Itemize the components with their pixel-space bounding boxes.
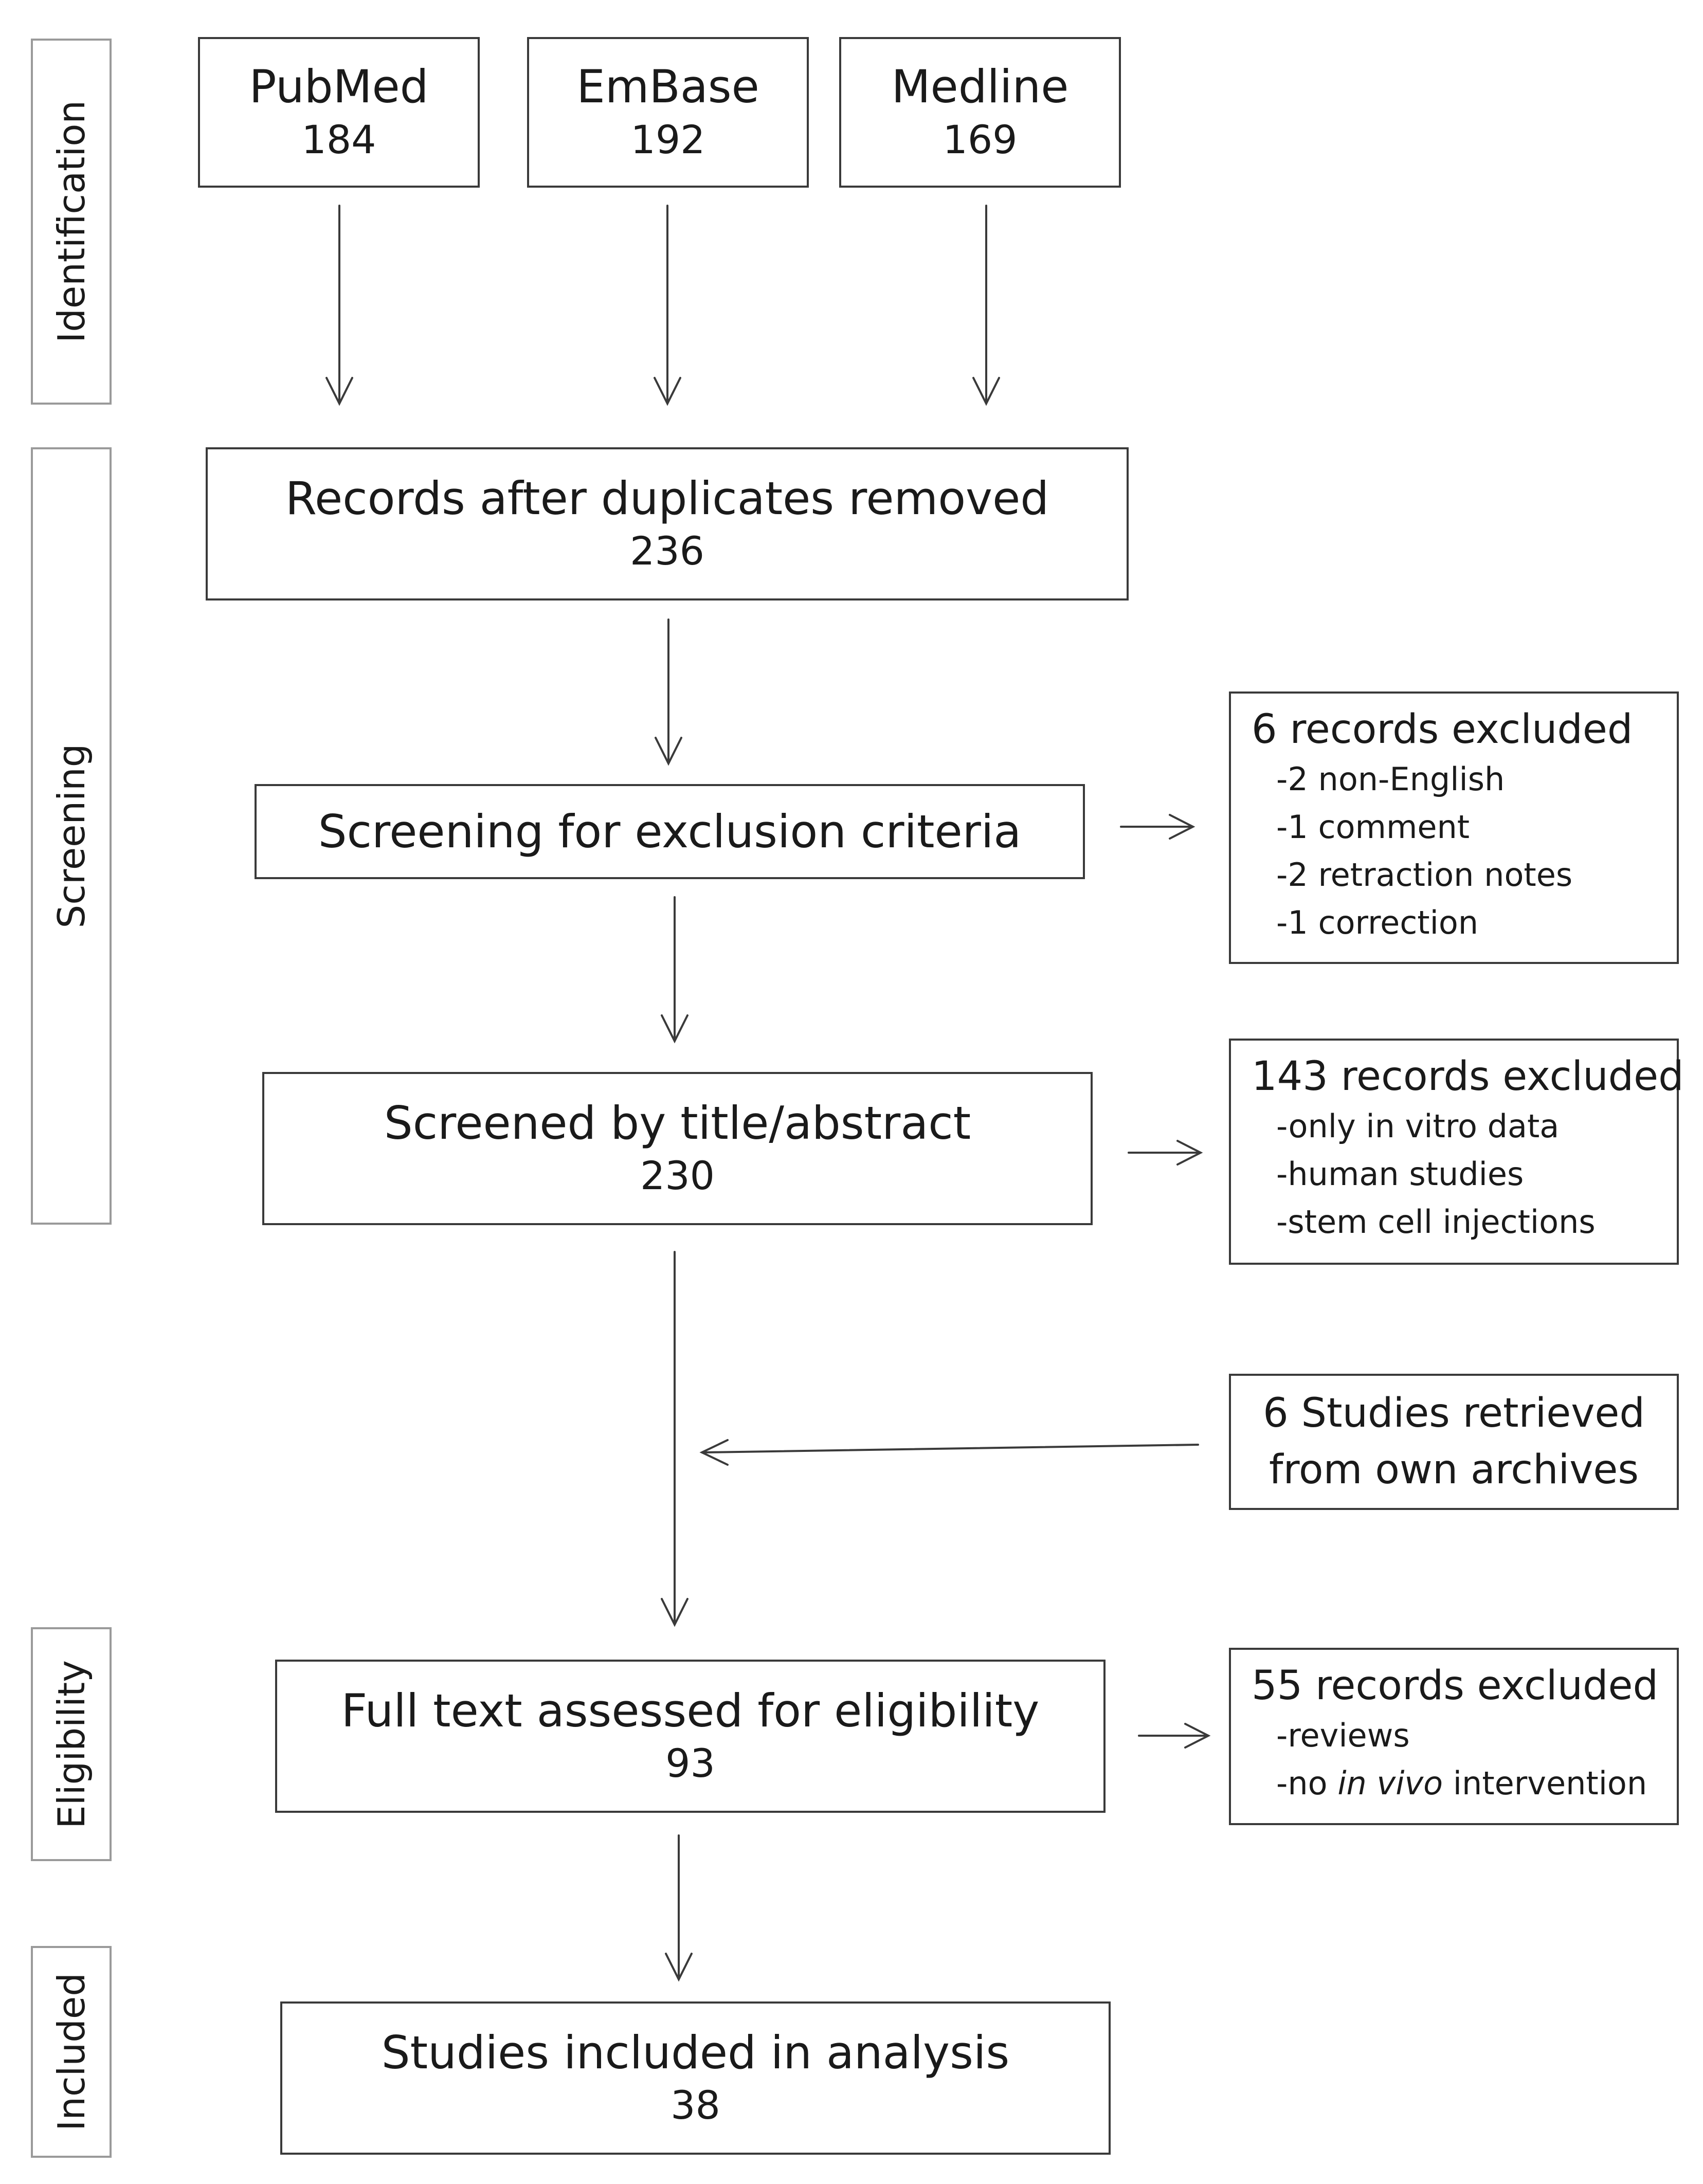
excluded-6-item: -2 non-English — [1276, 760, 1505, 798]
archives-box: 6 Studies retrieved from own archives — [1229, 1374, 1679, 1510]
excluded-55-item-in-vivo: -no in vivo intervention — [1252, 1759, 1661, 1807]
archives-line-2: from own archives — [1269, 1446, 1639, 1493]
excluded-6-item: -2 retraction notes — [1276, 856, 1573, 894]
screened-title-abstract-label: Screened by title/abstract — [384, 1096, 971, 1150]
arrow-embase-down — [654, 205, 681, 406]
included-studies-count: 38 — [671, 2082, 720, 2128]
records-after-duplicates-count: 236 — [629, 528, 705, 574]
screening-exclusion-box: Screening for exclusion criteria — [255, 784, 1085, 879]
source-medline-box: Medline 169 — [839, 37, 1121, 188]
source-embase-name: EmBase — [576, 60, 759, 114]
full-text-count: 93 — [665, 1740, 715, 1787]
excluded-55-heading: 55 records excluded — [1252, 1663, 1659, 1709]
stage-included: Included — [31, 1946, 112, 2158]
excluded-55-box: 55 records excluded -reviews -no in vivo… — [1229, 1648, 1679, 1825]
source-pubmed-box: PubMed 184 — [198, 37, 480, 188]
records-after-duplicates-label: Records after duplicates removed — [285, 471, 1049, 525]
stage-eligibility: Eligibility — [31, 1627, 112, 1861]
arrow-fulltext-to-excluded — [1138, 1723, 1211, 1749]
arrow-title-to-excluded — [1128, 1140, 1203, 1166]
source-embase-box: EmBase 192 — [527, 37, 809, 188]
full-text-label: Full text assessed for eligibility — [341, 1684, 1040, 1737]
excluded-143-item: -stem cell injections — [1276, 1203, 1596, 1241]
arrow-fulltext-to-included — [665, 1834, 693, 1982]
source-pubmed-name: PubMed — [249, 60, 429, 114]
arrow-archives-to-main — [699, 1439, 1199, 1466]
screening-exclusion-label: Screening for exclusion criteria — [318, 805, 1022, 858]
excluded-143-item: -only in vitro data — [1276, 1107, 1560, 1145]
arrow-pubmed-down — [325, 205, 353, 406]
screened-title-abstract-count: 230 — [640, 1153, 715, 1199]
archives-line-1: 6 Studies retrieved — [1263, 1390, 1645, 1437]
source-medline-count: 169 — [943, 116, 1018, 162]
source-embase-count: 192 — [630, 116, 705, 162]
screened-title-abstract-box: Screened by title/abstract 230 — [262, 1072, 1093, 1225]
excluded-6-heading: 6 records excluded — [1252, 706, 1633, 753]
excluded-143-box: 143 records excluded -only in vitro data… — [1229, 1039, 1684, 1265]
excluded-6-item: -1 correction — [1276, 903, 1479, 941]
full-text-box: Full text assessed for eligibility 93 — [275, 1660, 1106, 1813]
stage-identification: Identification — [31, 39, 112, 405]
excluded-143-heading: 143 records excluded — [1252, 1053, 1684, 1100]
included-studies-box: Studies included in analysis 38 — [280, 2001, 1111, 2155]
excluded-55-item: -reviews — [1276, 1716, 1410, 1754]
excluded-55-item-suffix: intervention — [1443, 1764, 1647, 1802]
arrow-screening-to-excluded — [1120, 814, 1195, 840]
excluded-55-item-italic: in vivo — [1337, 1764, 1443, 1802]
excluded-6-item: -1 comment — [1276, 808, 1470, 846]
included-studies-label: Studies included in analysis — [381, 2026, 1010, 2079]
arrow-medline-down — [972, 205, 1000, 406]
stage-screening: Screening — [31, 447, 112, 1225]
source-medline-name: Medline — [891, 60, 1069, 114]
arrow-screening-to-title — [661, 896, 689, 1044]
arrow-records-to-screening — [655, 618, 682, 766]
source-pubmed-count: 184 — [301, 116, 376, 162]
records-after-duplicates-box: Records after duplicates removed 236 — [206, 447, 1129, 600]
excluded-55-item-prefix: -no — [1276, 1764, 1338, 1802]
arrow-title-to-fulltext — [661, 1251, 689, 1627]
excluded-143-item: -human studies — [1276, 1155, 1524, 1193]
excluded-6-box: 6 records excluded -2 non-English -1 com… — [1229, 691, 1679, 964]
